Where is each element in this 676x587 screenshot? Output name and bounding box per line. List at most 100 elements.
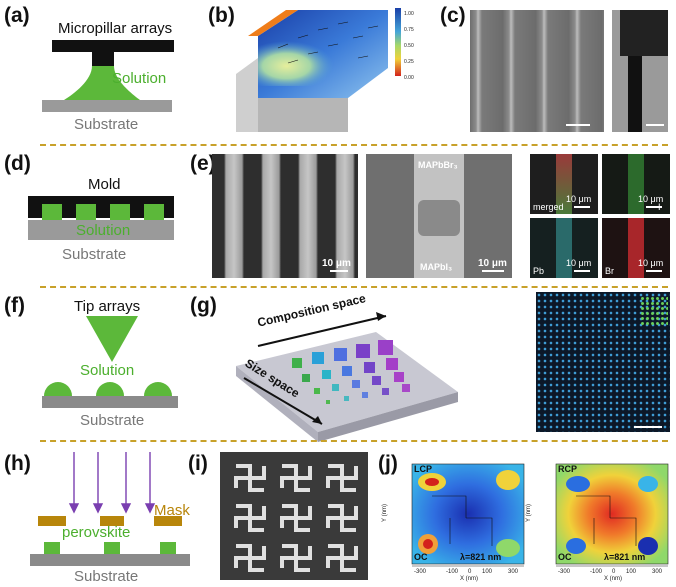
solution-label: Solution <box>112 70 167 87</box>
panel-j-label: (j) <box>378 452 398 475</box>
mask-label: Mask <box>154 502 190 519</box>
panel-i-label: (i) <box>188 452 208 475</box>
svg-text:300: 300 <box>508 569 519 575</box>
svg-text:-100: -100 <box>446 569 459 575</box>
micropillar-top-bar <box>52 40 174 52</box>
panel-d-label: (d) <box>4 152 31 175</box>
scale-bar <box>482 270 504 272</box>
panel-h-label: (h) <box>4 452 31 475</box>
colorbar-tick: 0.00 <box>404 75 414 81</box>
lcp-wavelength: λ=821 nm <box>460 552 502 562</box>
tip-triangle <box>86 316 138 362</box>
solution-cell <box>110 204 130 222</box>
scale-bar <box>646 206 662 208</box>
colorbar-tick: 0.75 <box>404 27 414 33</box>
lcp-corner: OC <box>414 552 428 562</box>
divider <box>40 286 668 288</box>
mold-bar <box>28 196 174 218</box>
substrate-label-h: Substrate <box>74 568 139 585</box>
svg-text:-300: -300 <box>558 569 571 575</box>
panel-b-label: (b) <box>208 4 235 27</box>
lcp-ylabel: Y (nm) <box>381 504 388 522</box>
colorbar <box>395 8 401 76</box>
scale-bar <box>634 426 662 428</box>
svg-text:0: 0 <box>612 569 616 575</box>
colorbar-tick: 1.00 <box>404 11 414 17</box>
tile-label: Pb <box>533 266 545 276</box>
rcp-field-map: -300 -100 0 100 300 <box>555 463 669 575</box>
svg-text:-100: -100 <box>590 569 603 575</box>
lcp-tag: LCP <box>414 464 432 474</box>
svg-text:100: 100 <box>626 569 637 575</box>
solution-label-d: Solution <box>76 222 131 239</box>
tip-arrays-label: Tip arrays <box>74 298 141 315</box>
lcp-xlabel: X (nm) <box>460 576 478 582</box>
solution-cell <box>144 204 164 222</box>
perovskite-block <box>160 542 176 554</box>
solution-label-f: Solution <box>80 362 135 379</box>
rcp-tag: RCP <box>558 464 578 474</box>
scale-bar <box>330 270 348 272</box>
eds-tile-i: I 10 μm <box>602 154 670 214</box>
colorbar-tick: 0.50 <box>404 43 414 49</box>
colorbar-tick: 0.25 <box>404 59 414 65</box>
tile-label: merged <box>533 202 564 212</box>
solution-cell <box>76 204 96 222</box>
tile-scale: 10 μm <box>638 194 664 204</box>
uv-arrows <box>68 452 156 514</box>
mold-label: Mold <box>88 176 121 193</box>
rcp-xlabel: X (nm) <box>604 576 622 582</box>
panel-f-label: (f) <box>4 294 25 317</box>
tile-label: Br <box>605 266 614 276</box>
rcp-corner: OC <box>558 552 572 562</box>
mask-segment <box>38 516 66 526</box>
fluorescence-accent <box>640 296 668 326</box>
tile-scale: 10 μm <box>638 258 664 268</box>
lcp-field-map: -300 -100 0 100 300 <box>411 463 525 575</box>
mask-segment <box>100 516 124 526</box>
svg-text:300: 300 <box>652 569 663 575</box>
scale-bar <box>646 124 664 126</box>
diffraction-inset <box>620 10 668 56</box>
composition-size-plate <box>236 312 458 442</box>
scale-text: 10 μm <box>322 258 351 269</box>
tile-scale: 10 μm <box>566 258 592 268</box>
scale-bar <box>574 206 590 208</box>
svg-text:100: 100 <box>482 569 493 575</box>
tile-scale: 10 μm <box>566 194 592 204</box>
rcp-wavelength: λ=821 nm <box>604 552 646 562</box>
top-material-label: MAPbBr₃ <box>418 160 458 170</box>
panel-c-label: (c) <box>440 4 466 27</box>
panel-e-label: (e) <box>190 152 216 175</box>
pillar-dark <box>628 56 642 132</box>
substrate-bar-f <box>42 396 178 408</box>
sem-stripes-c <box>470 10 604 132</box>
panel-a-label: (a) <box>4 4 30 27</box>
scale-bar <box>566 124 590 126</box>
svg-text:0: 0 <box>468 569 472 575</box>
eds-tile-merged: merged 10 μm <box>530 154 598 214</box>
perovskite-label: perovskite <box>62 524 131 541</box>
panel-g-label: (g) <box>190 294 217 317</box>
perovskite-block <box>44 542 60 554</box>
substrate-bar-a <box>42 100 172 112</box>
eds-tile-br: Br 10 μm <box>602 218 670 278</box>
swastika-pattern <box>220 452 368 580</box>
substrate-label-a: Substrate <box>74 116 139 133</box>
scale-bar <box>574 270 590 272</box>
simulation-render <box>236 10 388 132</box>
substrate-label-d: Substrate <box>62 246 127 263</box>
sem-damage <box>418 200 460 236</box>
divider <box>40 144 668 146</box>
micropillar-stem <box>92 52 114 68</box>
solution-droplets <box>44 382 172 396</box>
sem-lines-e1 <box>212 154 358 278</box>
substrate-bar-h <box>30 554 190 566</box>
solution-meniscus <box>64 66 140 100</box>
divider <box>40 440 668 442</box>
mask-segment <box>154 516 182 526</box>
micropillar-label: Micropillar arrays <box>58 20 173 37</box>
solution-cell <box>42 204 62 222</box>
substrate-bar-d <box>28 220 174 240</box>
perovskite-block <box>104 542 120 554</box>
